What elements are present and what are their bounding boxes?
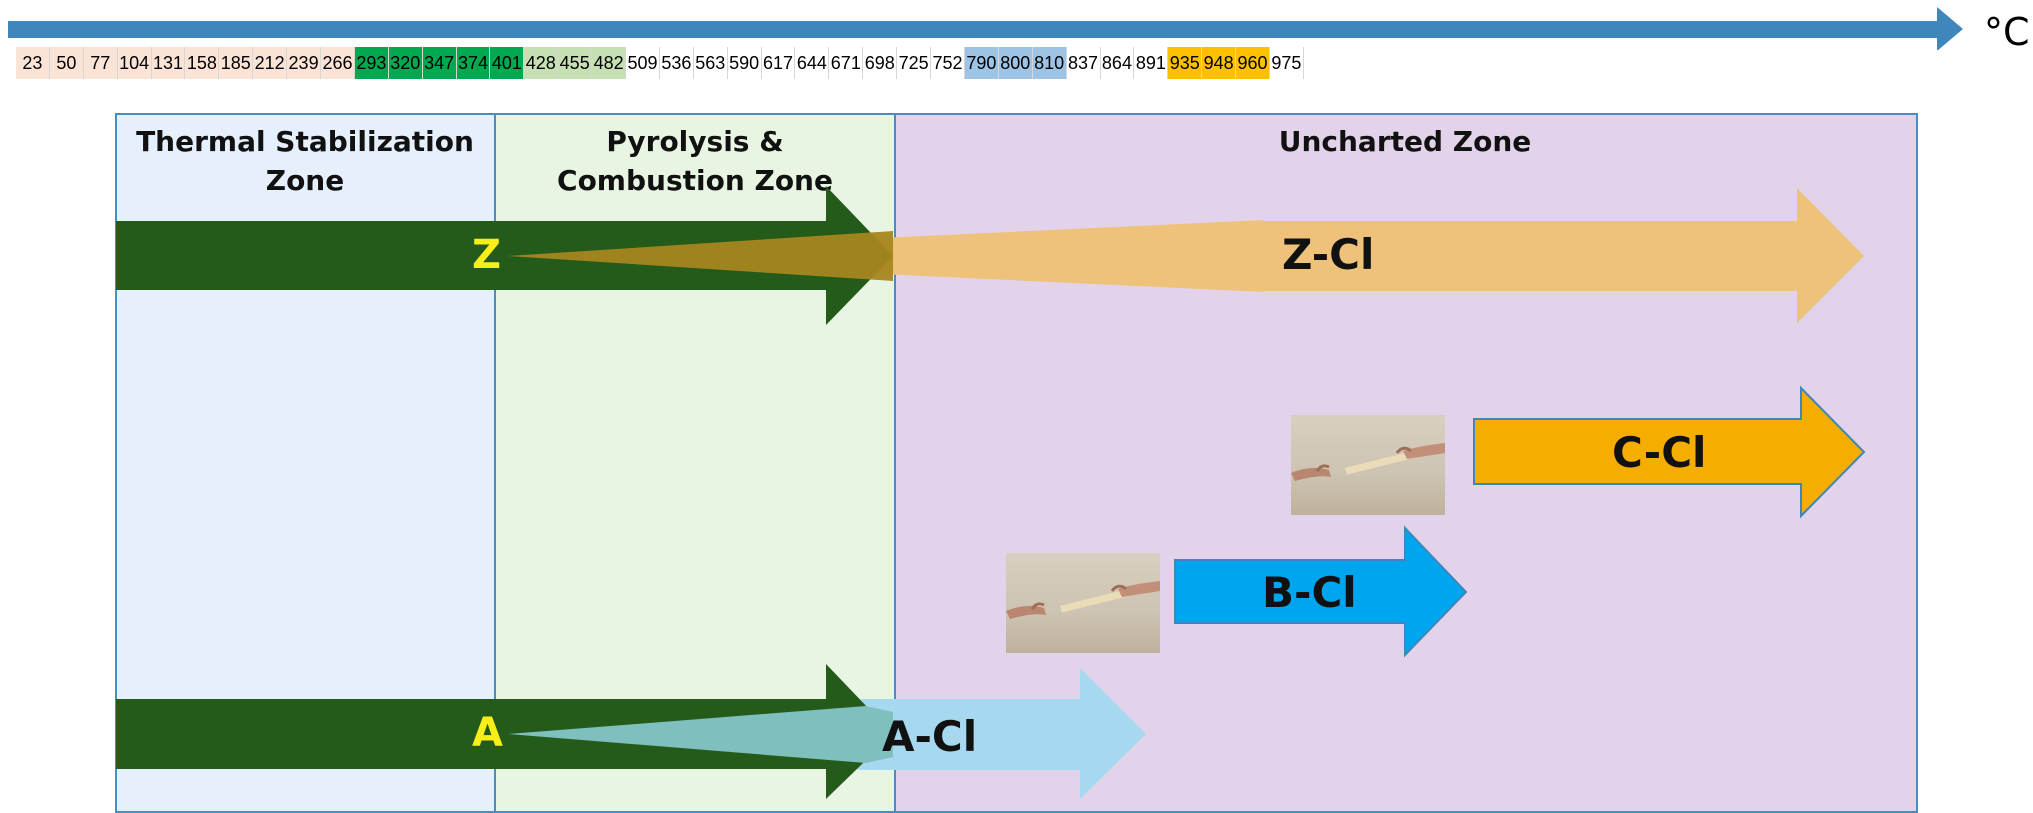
temperature-tick: 864 <box>1100 47 1135 79</box>
temperature-tick: 77 <box>83 47 118 79</box>
temperature-tick: 23 <box>16 47 50 79</box>
z-cl-label: Z-Cl <box>1282 230 1375 279</box>
z-cl-wedge <box>508 231 893 281</box>
temperature-tick: 790 <box>964 47 999 79</box>
temperature-tick: 948 <box>1202 47 1237 79</box>
c-cl-arrow <box>1473 385 1866 519</box>
temperature-tick: 563 <box>693 47 728 79</box>
b-cl-arrow <box>1174 525 1468 658</box>
temperature-tick: 960 <box>1236 47 1270 79</box>
temperature-tick: 212 <box>253 47 288 79</box>
temperature-tick: 509 <box>626 47 660 79</box>
temperature-tick: 725 <box>897 47 932 79</box>
temperature-tick: 671 <box>829 47 864 79</box>
temperature-tick: 482 <box>592 47 627 79</box>
temperature-tick: 810 <box>1032 47 1067 79</box>
temperature-tick: 590 <box>727 47 762 79</box>
z-label: Z <box>472 232 502 278</box>
temperature-tick: 837 <box>1066 47 1101 79</box>
temperature-unit-label: °C <box>1984 10 2030 54</box>
temperature-tick: 374 <box>456 47 491 79</box>
c-cl-label: C-Cl <box>1612 428 1707 477</box>
temperature-tick: 104 <box>117 47 152 79</box>
baton-handoff-photo <box>1291 415 1445 515</box>
temperature-tick: 975 <box>1269 47 1304 79</box>
temperature-tick: 428 <box>524 47 559 79</box>
temperature-tick: 698 <box>863 47 898 79</box>
temperature-tick: 50 <box>49 47 84 79</box>
pyrolysis-zone-label: Pyrolysis & Combustion Zone <box>557 125 833 197</box>
a-arrow <box>116 664 893 799</box>
z-arrow <box>116 186 893 325</box>
temperature-tick: 131 <box>151 47 186 79</box>
temperature-tick: 347 <box>422 47 457 79</box>
temperature-tick: 752 <box>931 47 965 79</box>
baton-handoff-photo-2 <box>1006 553 1160 653</box>
a-cl-wedge <box>508 706 893 763</box>
temperature-tick: 185 <box>219 47 254 79</box>
temperature-axis-arrow <box>8 7 1963 50</box>
a-label: A <box>472 710 503 756</box>
temperature-tick: 617 <box>761 47 796 79</box>
temperature-tick: 935 <box>1168 47 1203 79</box>
temperature-tick: 800 <box>998 47 1033 79</box>
temperature-tick: 401 <box>490 47 525 79</box>
temperature-tick: 239 <box>287 47 322 79</box>
temperature-tick: 320 <box>388 47 423 79</box>
temperature-tick: 266 <box>321 47 355 79</box>
thermal-zone-label: Thermal Stabilization Zone <box>136 125 474 197</box>
a-cl-label: A-Cl <box>882 712 978 761</box>
temperature-tick: 158 <box>185 47 220 79</box>
b-cl-label: B-Cl <box>1262 568 1357 617</box>
temperature-tick: 293 <box>354 47 389 79</box>
temperature-tick: 644 <box>795 47 830 79</box>
temperature-tick: 536 <box>659 47 694 79</box>
temperature-tick: 455 <box>558 47 593 79</box>
temperature-tick: 891 <box>1134 47 1169 79</box>
uncharted-zone-label: Uncharted Zone <box>1278 125 1532 158</box>
z-cl-arrow <box>500 188 1864 323</box>
